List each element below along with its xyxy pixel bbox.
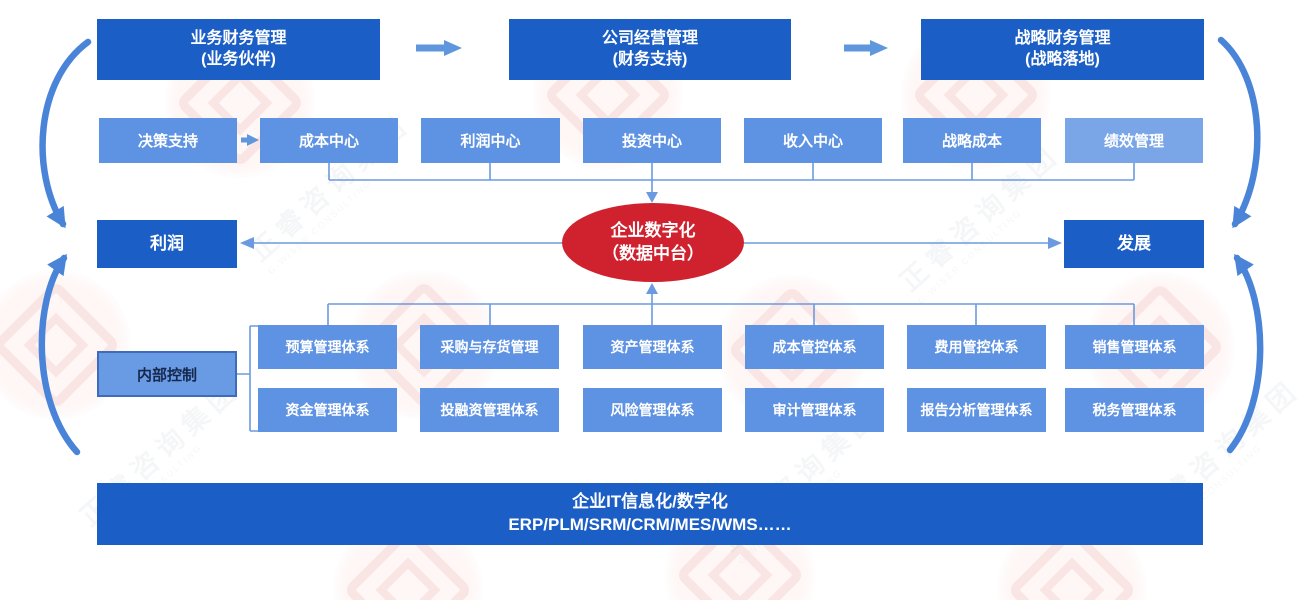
connector-arrowheads xyxy=(240,192,1062,294)
box-profit: 利润 xyxy=(97,220,237,268)
box-company-operation: 公司经营管理 (财务支持) xyxy=(509,19,791,80)
box-strategic-cost: 战略成本 xyxy=(903,118,1041,163)
box-revenue-center: 收入中心 xyxy=(744,118,882,163)
box-profit-center: 利润中心 xyxy=(421,118,560,163)
banner-systems-list: ERP/PLM/SRM/CRM/MES/WMS…… xyxy=(508,515,792,534)
box-report-analysis-system: 报告分析管理体系 xyxy=(907,388,1046,432)
curved-arrow-icon xyxy=(38,36,1264,456)
box-cost-control-system: 成本管控体系 xyxy=(745,325,884,369)
box-performance-management: 绩效管理 xyxy=(1065,118,1203,163)
box-business-finance: 业务财务管理 (业务伙伴) xyxy=(97,19,380,80)
box-sublabel: (业务伙伴) xyxy=(201,50,276,68)
box-audit-system: 审计管理体系 xyxy=(745,388,884,432)
center-connector-lines xyxy=(237,163,1135,432)
hub-sublabel: （数据中台） xyxy=(602,243,704,263)
box-cost-center: 成本中心 xyxy=(260,118,398,163)
box-investment-center: 投资中心 xyxy=(583,118,721,163)
box-risk-system: 风险管理体系 xyxy=(583,388,722,432)
box-internal-control: 内部控制 xyxy=(97,351,237,397)
box-development: 发展 xyxy=(1064,220,1204,268)
box-sales-system: 销售管理体系 xyxy=(1065,325,1204,369)
box-asset-system: 资产管理体系 xyxy=(583,325,722,369)
it-digitalization-banner: 企业IT信息化/数字化 ERP/PLM/SRM/CRM/MES/WMS…… xyxy=(97,483,1203,545)
box-label: 战略财务管理 xyxy=(1014,29,1111,47)
box-decision-support: 决策支持 xyxy=(99,118,237,163)
box-capital-system: 资金管理体系 xyxy=(258,388,397,432)
flow-arrow-right-icon xyxy=(241,40,888,146)
box-investment-financing-system: 投融资管理体系 xyxy=(420,388,559,432)
hub-label: 企业数字化 xyxy=(610,220,696,240)
box-label: 公司经营管理 xyxy=(601,29,698,47)
box-budget-system: 预算管理体系 xyxy=(258,325,397,369)
hub-digitalization-ellipse: 企业数字化 （数据中台） xyxy=(562,203,744,282)
box-procurement-inventory: 采购与存货管理 xyxy=(420,325,559,369)
box-strategic-finance: 战略财务管理 (战略落地) xyxy=(921,19,1204,80)
box-expense-control-system: 费用管控体系 xyxy=(907,325,1046,369)
banner-title: 企业IT信息化/数字化 xyxy=(572,492,728,512)
box-label: 业务财务管理 xyxy=(190,29,287,47)
box-sublabel: (财务支持) xyxy=(612,50,688,68)
box-tax-system: 税务管理体系 xyxy=(1065,388,1204,432)
box-sublabel: (战略落地) xyxy=(1025,50,1100,68)
